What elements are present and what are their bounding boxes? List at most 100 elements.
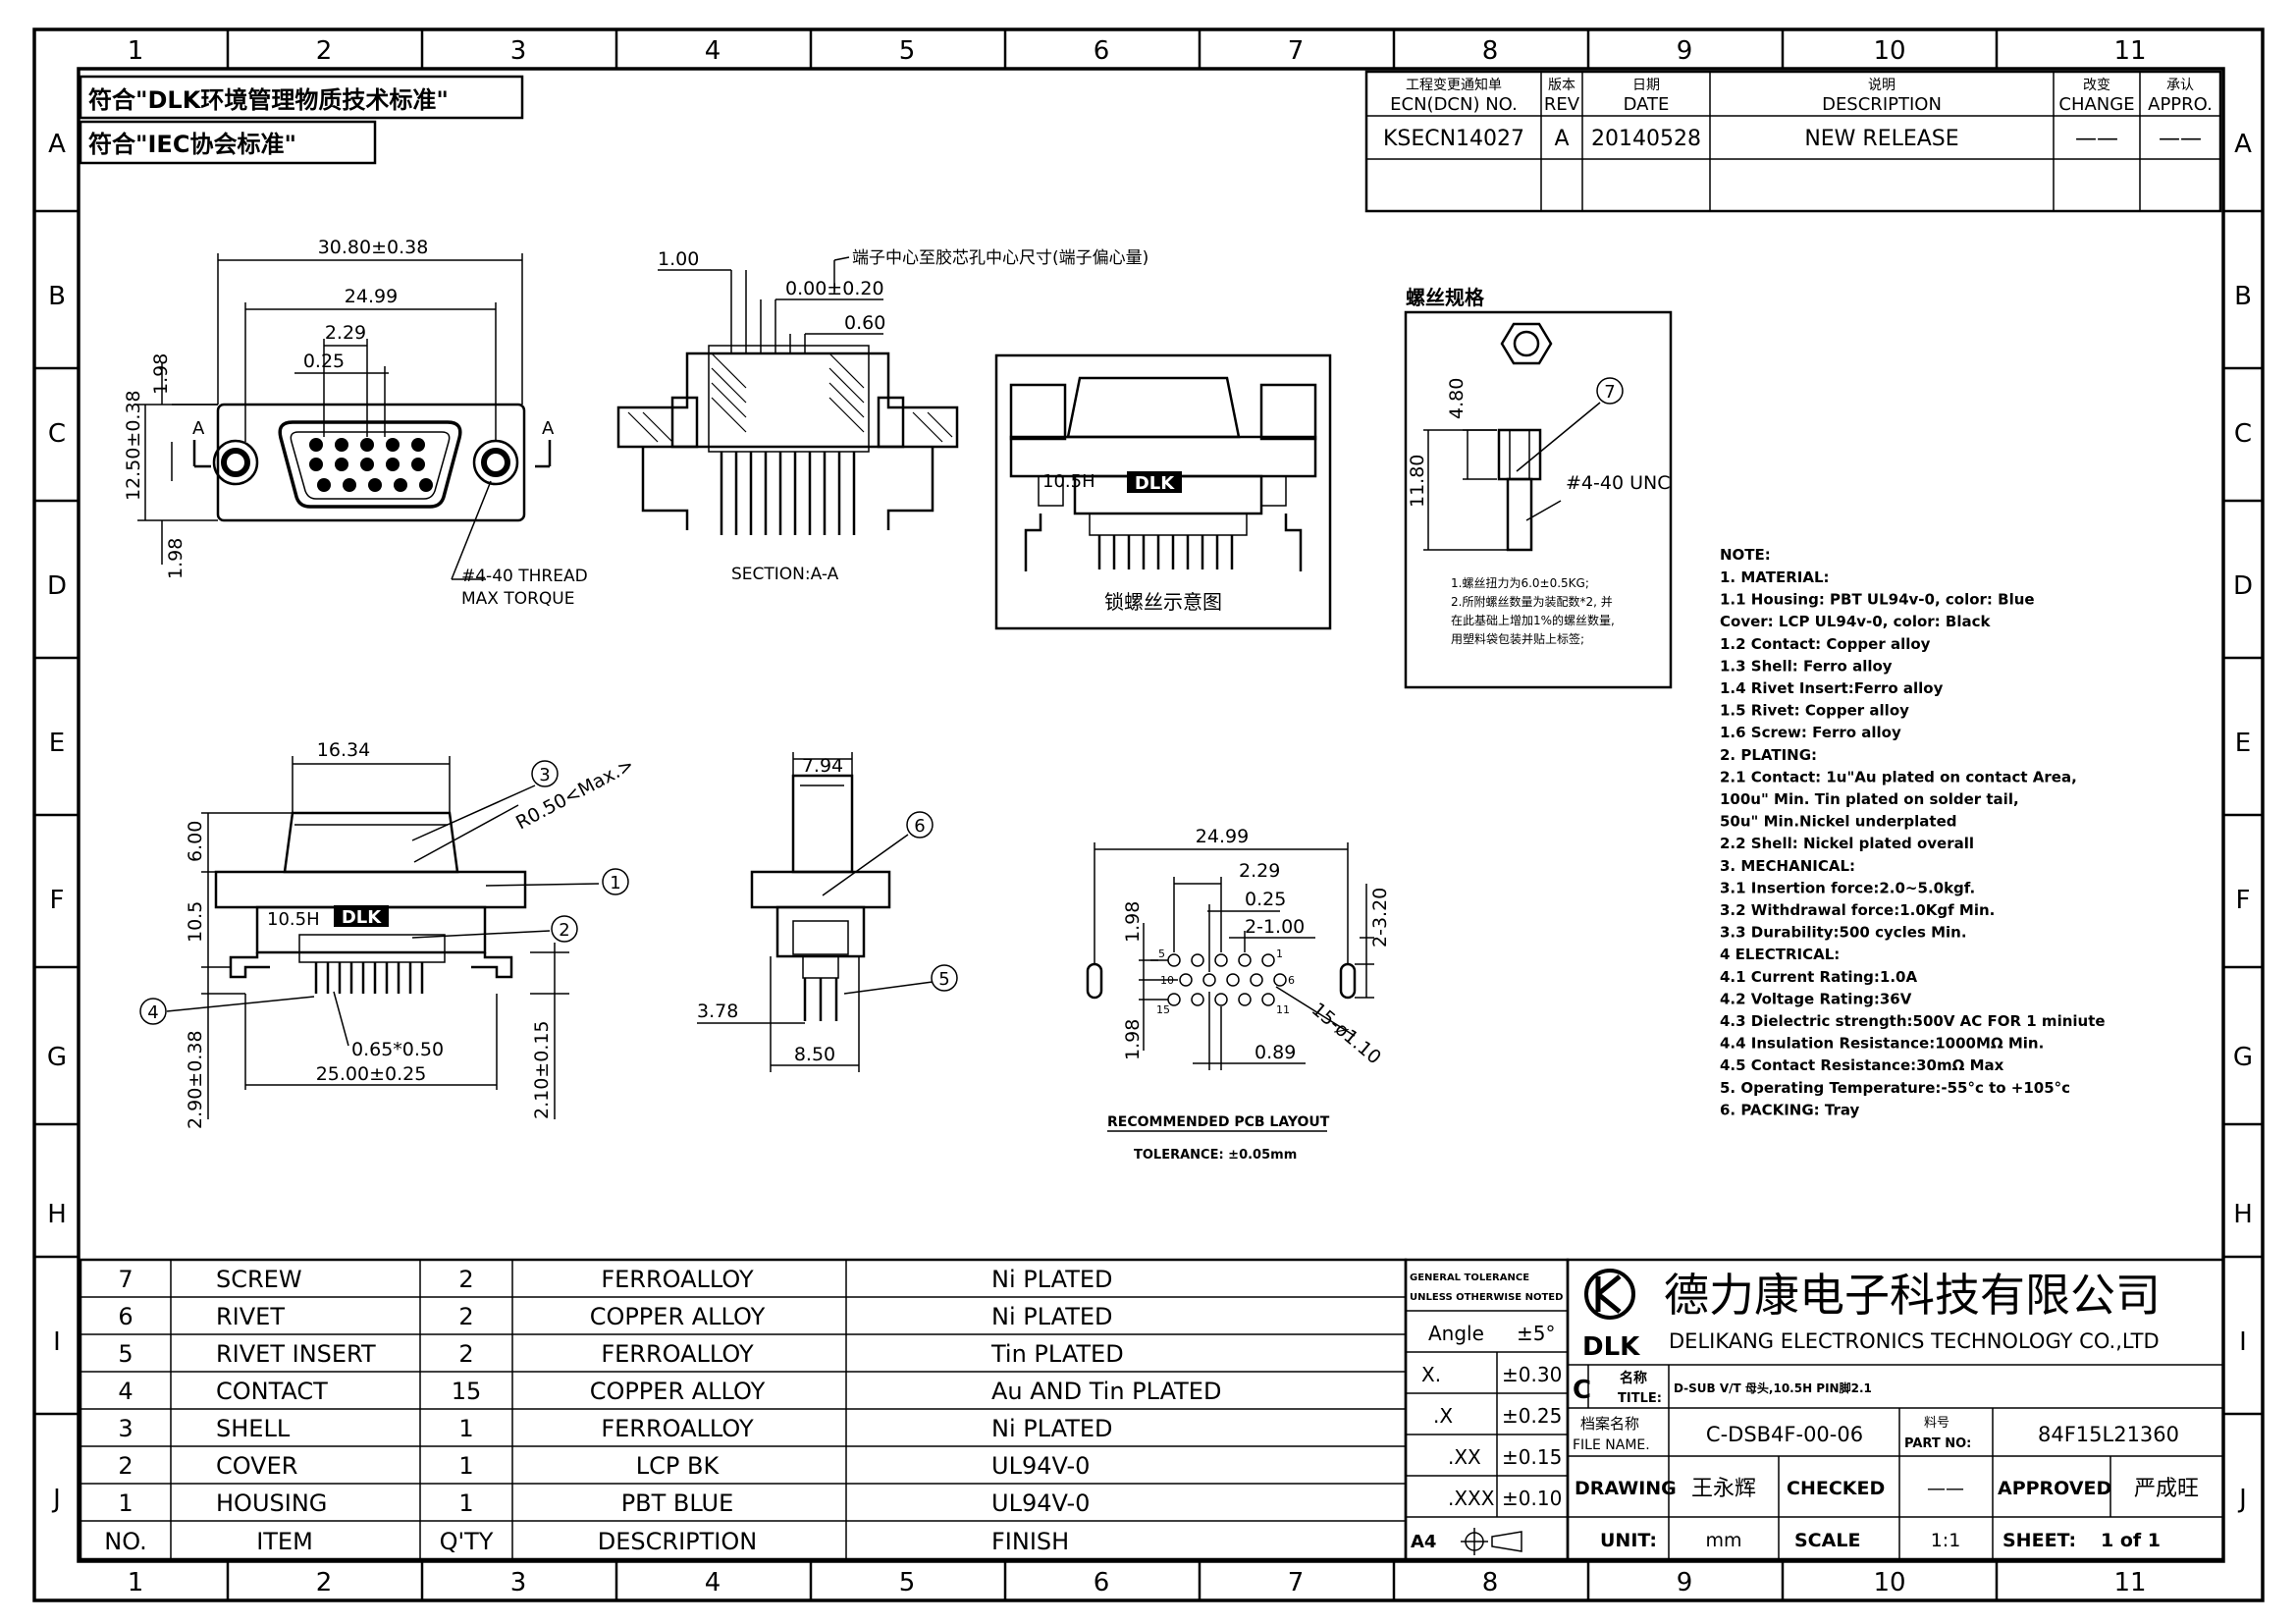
pcb-pin-label-11: 11	[1276, 1003, 1290, 1016]
col-label-5-bottom: 5	[899, 1568, 916, 1597]
bom-cell-item: RIVET	[216, 1303, 285, 1330]
pcb-mount-slot-right	[1339, 962, 1357, 1000]
dim-height: 12.50±0.38	[123, 390, 144, 501]
drawing-by: 王永辉	[1691, 1477, 1756, 1501]
tolerance-dxxx-value: ±0.10	[1502, 1487, 1562, 1510]
bom-cell-qty: 1	[458, 1452, 473, 1480]
bom-cell-description: FERROALLOY	[601, 1340, 754, 1368]
rev-ecn-cn: 工程变更通知单	[1406, 77, 1502, 93]
rev-change-cn: 改变	[2083, 78, 2110, 93]
front-dim-bottom: 25.00±0.25	[316, 1063, 427, 1085]
screw-thread-label: #4-40 UNC	[1566, 472, 1670, 494]
bom-header-item: ITEM	[256, 1528, 313, 1555]
bom-cell-finish: Ni PLATED	[991, 1415, 1113, 1442]
col-label-4: 4	[705, 36, 721, 66]
front-height-label: 10.5H	[267, 909, 320, 930]
note-line: 1.1 Housing: PBT UL94v-0, color: Blue	[1720, 591, 2035, 609]
screw-lock-logo-box	[1127, 471, 1182, 493]
bom-cell-finish: UL94V-0	[991, 1452, 1090, 1480]
pcb-dim-2x100: 2-1.00	[1245, 916, 1305, 938]
note-line: 4.1 Current Rating:1.0A	[1720, 968, 1917, 986]
sheet-label: SHEET:	[2002, 1530, 2076, 1551]
note-line: 4.5 Contact Resistance:30mΩ Max	[1720, 1056, 2004, 1074]
company-name-cn: 德力康电子科技有限公司	[1664, 1269, 2161, 1322]
bom-cell-item: SCREW	[216, 1266, 302, 1293]
col-label-5: 5	[899, 36, 916, 66]
approved-by: 严成旺	[2134, 1477, 2199, 1501]
pcb-dim-2499: 24.99	[1196, 826, 1249, 847]
note-line: 100u" Min. Tin plated on solder tail,	[1720, 790, 2019, 808]
tolerance-angle-value: ±5°	[1517, 1322, 1555, 1345]
note-line: 2.2 Shell: Nickel plated overall	[1720, 835, 1974, 852]
notes-title: NOTE:	[1720, 546, 1771, 564]
rev-row-change: ——	[2075, 127, 2118, 151]
bom-cell-qty: 2	[458, 1303, 473, 1330]
rev-row-rev: A	[1554, 127, 1569, 151]
pcb-pin-label-1: 1	[1276, 947, 1283, 960]
note-line: 2. PLATING:	[1720, 746, 1817, 764]
scale-label: SCALE	[1794, 1530, 1860, 1551]
col-label-2: 2	[316, 36, 333, 66]
row-label-H-right: H	[2233, 1200, 2253, 1229]
tolerance-angle-label: Angle	[1428, 1322, 1484, 1345]
title-label-cn: 名称	[1620, 1370, 1647, 1386]
bom-cell-no: 5	[118, 1340, 133, 1368]
balloon-2	[551, 915, 578, 943]
row-label-E: E	[49, 729, 65, 758]
col-label-11: 11	[2113, 36, 2146, 66]
front-dim-top: 16.34	[317, 739, 370, 761]
front-dim-105: 10.5	[185, 901, 206, 943]
left-screw-boss	[212, 439, 259, 486]
row-label-D-right: D	[2233, 571, 2253, 601]
bom-header-no: NO.	[104, 1528, 147, 1555]
note-line: 5. Operating Temperature:-55°c to +105°c	[1720, 1079, 2070, 1097]
pcb-pin-label-5: 5	[1158, 947, 1165, 960]
section-dim-1: 1.00	[658, 248, 699, 270]
sheet-frame: 1 2 3 4 5 6 7 8 9 10 11 1 2 3 4 5 6 7 8 …	[32, 27, 2265, 1602]
drawing-label: DRAWING	[1575, 1478, 1677, 1499]
col-label-6-bottom: 6	[1094, 1568, 1110, 1597]
rev-date-cn: 日期	[1632, 78, 1660, 93]
dim-flange-bottom: 1.98	[165, 538, 187, 579]
dim-flange-top: 1.98	[150, 353, 172, 395]
col-label-11-bottom: 11	[2113, 1568, 2146, 1597]
rev-rev-cn: 版本	[1548, 78, 1575, 93]
front-dim-290: 2.90±0.38	[185, 1030, 206, 1129]
col-label-10-bottom: 10	[1873, 1568, 1905, 1597]
bom-cell-qty: 1	[458, 1415, 473, 1442]
tolerance-dx-value: ±0.25	[1502, 1404, 1562, 1428]
bom-cell-description: FERROALLOY	[601, 1415, 754, 1442]
thread-note-1: #4-40 THREAD	[461, 567, 588, 586]
bom-cell-finish: Tin PLATED	[990, 1340, 1124, 1368]
title-block: DLK 德力康电子科技有限公司 DELIKANG ELECTRONICS TEC…	[1566, 1258, 2225, 1561]
screw-spec-view: 螺丝规格 7 4.80 11.80 #4-40 UNC 1.螺丝扭力为6.0±0…	[1404, 286, 1673, 689]
d-shell-outline	[278, 420, 462, 509]
dim-overall-width: 30.80±0.38	[318, 237, 429, 258]
rev-desc-cn: 说明	[1868, 78, 1896, 93]
rev-appro-en: APPRO.	[2148, 94, 2213, 115]
rev-appro-cn: 承认	[2166, 78, 2194, 93]
file-label-en: FILE NAME.	[1573, 1437, 1650, 1453]
section-offset-note: 端子中心至胶芯孔中心尺寸(端子偏心量)	[852, 248, 1148, 268]
row-label-F: F	[50, 886, 65, 915]
col-label-8: 8	[1482, 36, 1499, 66]
compliance-line-2: 符合"IEC协会标准"	[88, 131, 296, 158]
row-label-A: A	[48, 130, 66, 159]
top-view-pins	[309, 438, 433, 492]
note-line: 1.5 Rivet: Copper alloy	[1720, 702, 1909, 720]
front-logo: DLK	[342, 907, 382, 928]
part-label-en: PART NO:	[1904, 1436, 1971, 1451]
bom-cell-no: 4	[118, 1378, 133, 1405]
bom-cell-description: LCP BK	[636, 1452, 721, 1480]
thread-note-2: MAX TORQUE	[461, 589, 575, 609]
screw-note-1: 1.螺丝扭力为6.0±0.5KG;	[1451, 576, 1589, 590]
col-label-7: 7	[1288, 36, 1305, 66]
balloon-3-label: 3	[539, 765, 550, 785]
screw-dim-480: 4.80	[1446, 378, 1468, 419]
pcb-dim-229: 2.29	[1239, 860, 1280, 882]
tolerance-dxxx-label: .XXX	[1448, 1487, 1495, 1510]
